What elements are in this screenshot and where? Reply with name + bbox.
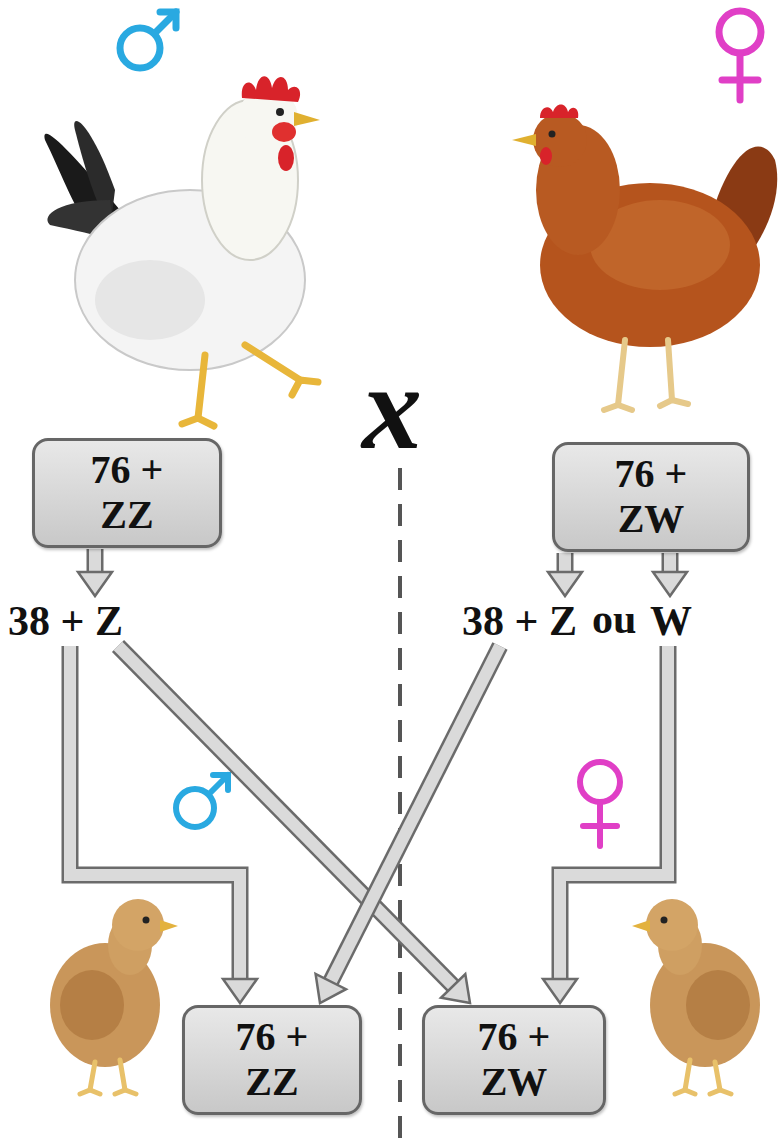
female-chick-picture-part-part [710,1090,731,1094]
male-symbol-part [160,12,176,28]
hen-picture-part [604,340,688,410]
hen-picture-part-part [618,340,625,405]
arrow-fill [89,549,101,574]
chromosome-formula: 76 + ZW [586,452,716,542]
female-symbol-part [719,11,761,53]
rooster-picture-part [95,260,205,340]
female-symbol-part [580,762,620,802]
rooster-picture-part [272,122,296,142]
male-chick-picture-part-part [115,1090,136,1094]
gamete-formula: 38 + Z [462,598,577,645]
karyotype-box: 76 + ZW [422,1005,606,1115]
arrow-fill [330,646,500,984]
male-symbol-part [155,12,176,33]
chromosome-formula: 76 + ZZ [207,1015,337,1105]
cross-sign: x [362,348,422,468]
arrow-outline [118,646,455,988]
arrow-head [223,979,257,1003]
hen-picture-part [540,147,552,165]
male-chick-picture-part-part [90,1062,95,1090]
male-chick-picture-part-part [120,1060,125,1090]
rooster-picture-part [276,108,284,116]
rooster-picture [44,76,320,426]
male-symbol [176,775,228,827]
female-chick-picture-part [632,920,650,932]
male-chick-picture-part [60,970,124,1040]
hen-picture-part [533,113,587,167]
female-chick-picture-part [646,899,698,951]
block-arrow [78,549,112,596]
male-chick-picture-part [143,917,150,924]
arrow-outline [87,549,104,574]
female-symbol-part [583,823,617,829]
karyotype-box: 76 + ZZ [32,438,222,548]
male-chick-picture-part [112,899,164,951]
arrow-head [441,974,470,1003]
female-chick-picture [632,899,760,1094]
arrow-head [548,572,582,596]
rooster-picture-part-part [292,380,318,395]
rooster-picture-part [294,112,320,126]
female-symbol-part [722,77,758,84]
gamete-text: 38 + Z [8,598,123,645]
female-chick-picture-part-part [715,1062,720,1090]
female-chick-picture-part [661,917,668,924]
rooster-picture-part-part [245,345,300,380]
arrow-head [653,572,687,596]
hen-picture-part [540,105,578,119]
female-chick-picture-part [686,970,750,1040]
male-chick-picture-part [80,1060,136,1094]
male-symbol-part [213,775,228,790]
block-arrow [653,553,687,596]
male-symbol [120,12,176,68]
female-symbol [580,762,620,846]
chromosome-formula: 76 + ZW [449,1015,579,1105]
arrow-head [316,974,346,1003]
gamete-formula: W [650,598,692,645]
male-chick-picture-part [160,920,178,932]
block-arrow [316,646,500,1003]
block-arrow [548,553,582,596]
rooster-picture-part [278,145,294,171]
arrow-outline [70,646,240,981]
hen-picture [512,105,777,411]
hen-picture-part-part [660,400,688,406]
arrow-outline [330,646,500,984]
hen-picture-part-part [668,340,672,400]
chromosome-formula: 76 + ZZ [62,448,192,538]
karyotype-box: 76 + ZZ [182,1005,362,1115]
female-chick-picture-part-part [685,1060,690,1090]
female-chick-picture-part [675,1060,731,1094]
male-chick-picture-part-part [80,1090,100,1094]
male-symbol-part [209,775,228,794]
arrow-fill [560,646,668,981]
divider-line [398,468,402,1140]
gamete-text: W [650,598,692,645]
female-symbol [719,11,761,100]
hen-picture-part-part [604,405,632,410]
block-arrow [543,646,668,1003]
male-chick-picture [50,899,178,1094]
gamete-formula: 38 + Z [8,598,123,645]
karyotype-box: 76 + ZW [552,442,750,552]
rooster-picture-part-part [198,355,205,418]
arrow-head [78,572,112,596]
conjunction-text: ou [592,598,636,640]
rooster-picture-part [242,76,300,102]
hen-picture-part [549,131,556,138]
hen-picture-part [512,134,536,146]
arrow-fill [118,646,455,988]
rooster-picture-part [182,345,318,426]
rooster-picture-part-part [182,418,214,426]
female-chick-picture-part-part [675,1090,695,1094]
arrow-fill [70,646,240,981]
arrow-outline [560,646,668,981]
gamete-text: 38 + Z [462,598,577,645]
arrow-head [543,979,577,1003]
